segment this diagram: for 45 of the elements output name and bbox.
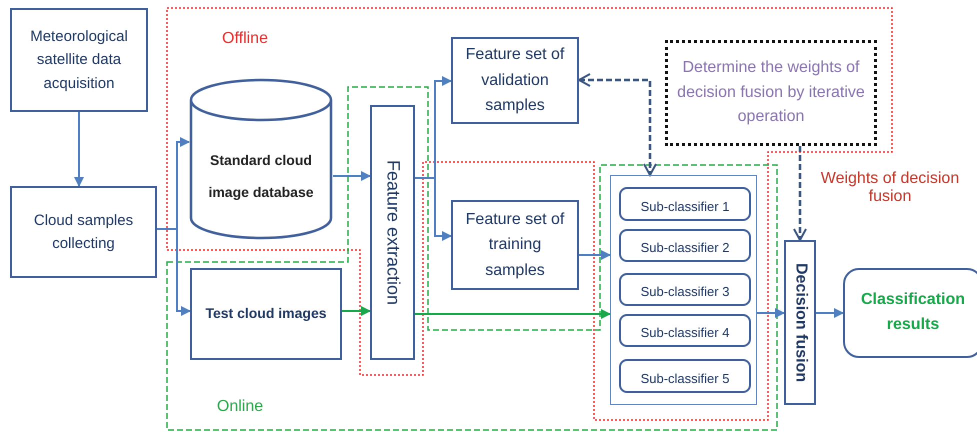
node-label: Sub-classifier 3 bbox=[640, 283, 730, 302]
arrow bbox=[757, 308, 785, 318]
classifier-box bbox=[619, 359, 751, 393]
arrow bbox=[157, 228, 191, 316]
process-box bbox=[784, 240, 816, 405]
node-label: Feature extraction bbox=[382, 160, 404, 306]
classifier-box bbox=[619, 314, 751, 347]
node-label: Feature set of validation samples bbox=[464, 45, 566, 116]
region-label: Online bbox=[216, 398, 264, 416]
note-box bbox=[665, 40, 877, 146]
node-label: Sub-classifier 4 bbox=[640, 324, 730, 342]
note-text: Determine the weights of decision fusion by iterative operation bbox=[676, 58, 866, 128]
region-label: Weights of decision fusion bbox=[820, 170, 960, 206]
dashed-arrow bbox=[578, 73, 657, 176]
process-box bbox=[451, 37, 579, 124]
dashed-arrow bbox=[793, 146, 807, 241]
arrow bbox=[333, 171, 371, 181]
classifier-box bbox=[619, 187, 751, 221]
node-label: Sub-classifier 5 bbox=[640, 370, 730, 388]
region-label: Offline bbox=[221, 30, 269, 48]
node-label: Classification results bbox=[860, 290, 966, 335]
arrow bbox=[816, 308, 844, 318]
arrow bbox=[415, 309, 611, 319]
node-label: Decision fusion bbox=[791, 262, 810, 382]
process-box bbox=[370, 105, 415, 360]
node-label: Test cloud images bbox=[205, 304, 327, 324]
process-box bbox=[10, 186, 157, 278]
arrow bbox=[74, 112, 84, 187]
arrow bbox=[579, 250, 611, 260]
process-box bbox=[10, 8, 148, 112]
node-label: Feature set of training samples bbox=[464, 210, 566, 281]
result-box bbox=[843, 268, 977, 358]
classifier-group-box bbox=[610, 175, 757, 405]
process-box bbox=[190, 268, 342, 360]
node-label: Cloud samples collecting bbox=[32, 210, 134, 254]
arrow bbox=[415, 177, 452, 241]
arrow bbox=[342, 306, 371, 316]
node-label: Standard cloud image database bbox=[207, 150, 315, 202]
node-label: Sub-classifier 1 bbox=[640, 198, 730, 216]
node-label: Meteorological satellite data acquisition bbox=[29, 27, 129, 94]
classifier-box bbox=[619, 273, 751, 306]
node-label: Sub-classifier 2 bbox=[640, 239, 730, 258]
database-cylinder bbox=[189, 78, 333, 240]
classifier-box bbox=[619, 229, 751, 262]
process-box bbox=[451, 200, 579, 290]
